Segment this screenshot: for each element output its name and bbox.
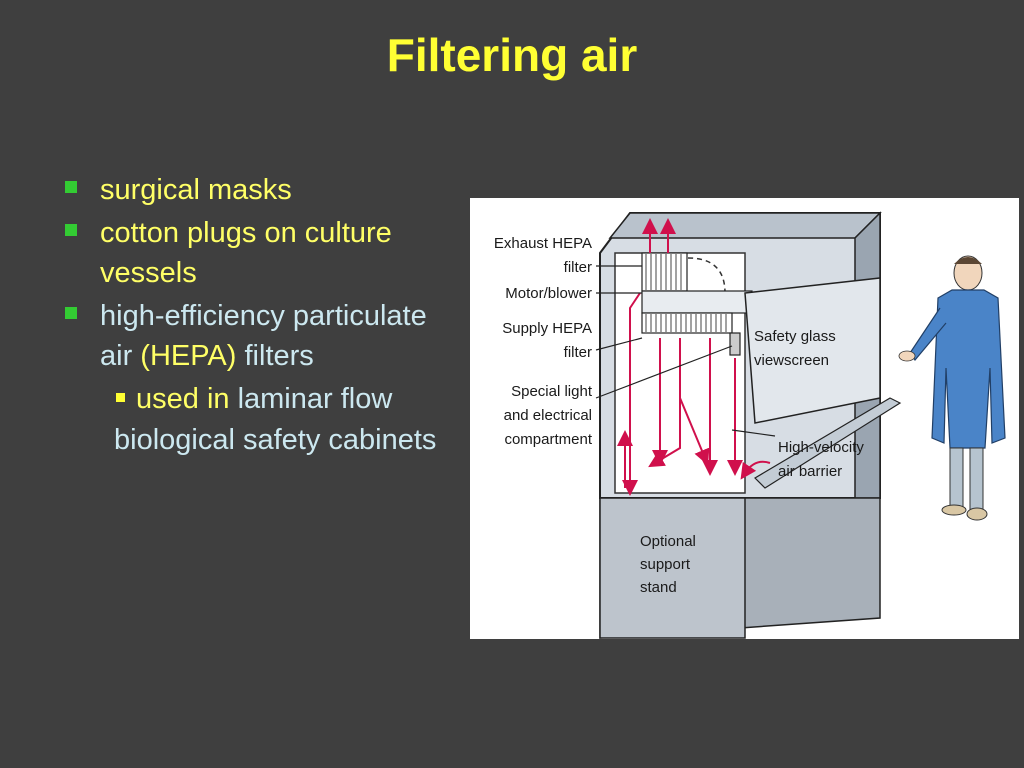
bullet-square-icon bbox=[65, 224, 77, 236]
sub-bullet-item: used in laminar flow biological safety c… bbox=[62, 379, 462, 461]
bullet-text: cotton plugs on culture vessels bbox=[100, 217, 392, 289]
label-safety-glass: Safety glass bbox=[754, 328, 836, 345]
safety-glass-viewscreen bbox=[744, 277, 881, 424]
light-compartment bbox=[729, 332, 741, 356]
label-optional-stand-3: stand bbox=[640, 579, 677, 596]
sub-bullet-square-icon bbox=[116, 393, 125, 402]
sub-bullet-text: laminar flow biological safety cabinets bbox=[114, 383, 437, 456]
work-ledge bbox=[754, 397, 902, 489]
bullet-text: filters bbox=[236, 340, 314, 372]
bullet-text: surgical masks bbox=[100, 174, 292, 206]
bullet-item: surgical masks bbox=[62, 170, 462, 210]
biosafety-cabinet-diagram: Exhaust HEPA filter Motor/blower Supply … bbox=[470, 198, 1019, 639]
bullet-square-icon bbox=[65, 181, 77, 193]
label-supply-hepa: Supply HEPA bbox=[502, 320, 592, 337]
slide-title: Filtering air bbox=[386, 29, 638, 81]
sub-bullet-text-highlight: used in bbox=[136, 383, 230, 415]
bullet-text-highlight: (HEPA) bbox=[140, 340, 237, 372]
exhaust-hepa-filter bbox=[641, 252, 688, 292]
label-special-light-3: compartment bbox=[504, 431, 592, 448]
label-exhaust-hepa: Exhaust HEPA bbox=[494, 235, 592, 252]
supply-hepa-filter bbox=[641, 312, 733, 334]
label-high-velocity: High-velocity bbox=[778, 439, 864, 456]
label-optional-stand-2: support bbox=[640, 556, 691, 573]
label-optional-stand: Optional bbox=[640, 533, 696, 550]
label-high-velocity-2: air barrier bbox=[778, 463, 842, 480]
label-motor-blower: Motor/blower bbox=[505, 285, 592, 302]
airflow-arrows bbox=[617, 218, 771, 496]
stand-front bbox=[599, 497, 746, 639]
label-supply-hepa-2: filter bbox=[564, 344, 592, 361]
bullet-item: cotton plugs on culture vessels bbox=[62, 213, 462, 293]
bullet-square-icon bbox=[65, 307, 77, 319]
label-special-light-2: and electrical bbox=[504, 407, 592, 424]
label-safety-glass-2: viewscreen bbox=[754, 352, 829, 369]
label-exhaust-hepa-2: filter bbox=[564, 259, 592, 276]
bullet-text: high-efficiency particulate air bbox=[100, 300, 427, 372]
blower-housing bbox=[641, 290, 753, 314]
label-leader-lines bbox=[595, 265, 776, 437]
bullet-item: high-efficiency particulate air (HEPA) f… bbox=[62, 296, 462, 376]
lab-worker-figure bbox=[898, 255, 1006, 521]
label-special-light: Special light bbox=[511, 383, 593, 400]
bullet-list: surgical masks cotton plugs on culture v… bbox=[62, 170, 462, 461]
cabinet-illustration: Exhaust HEPA filter Motor/blower Supply … bbox=[494, 211, 1006, 639]
